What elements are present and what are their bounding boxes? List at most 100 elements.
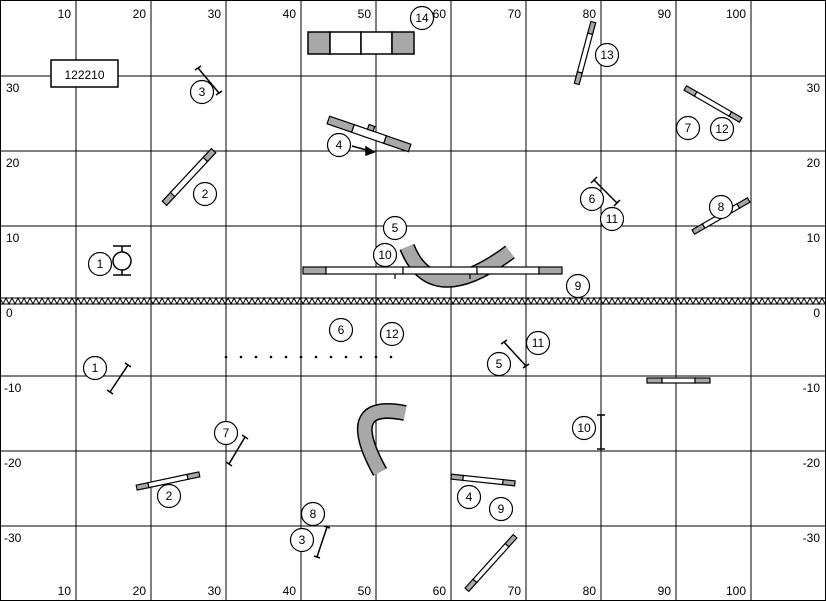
number-marker: 2	[192, 181, 218, 207]
upper-number-markers: 1 2 3 4 5 6 7 8 9 10 11 12 13 14	[87, 5, 735, 299]
svg-text:3: 3	[199, 85, 206, 99]
bar-jump-obstacle	[597, 414, 605, 450]
right-y-label: -20	[803, 456, 821, 470]
bottom-x-label: 50	[358, 584, 372, 598]
top-x-label: 60	[433, 7, 447, 21]
svg-text:5: 5	[496, 357, 503, 371]
top-x-label: 10	[58, 7, 72, 21]
jump-obstacle	[573, 20, 597, 86]
right-y-label: 20	[807, 156, 821, 170]
svg-text:5: 5	[392, 221, 399, 235]
bottom-x-label: 40	[283, 584, 297, 598]
bottom-x-label: 100	[726, 584, 746, 598]
number-marker: 4	[326, 132, 352, 158]
number-marker: 13	[594, 42, 620, 68]
left-y-label: 10	[6, 231, 20, 245]
top-x-label: 20	[133, 7, 147, 21]
number-marker: 14	[409, 5, 435, 31]
jump-obstacle	[683, 85, 743, 123]
course-divider	[0, 296, 826, 306]
bottom-x-label: 80	[583, 584, 597, 598]
jump-obstacle	[161, 147, 217, 207]
svg-text:6: 6	[338, 323, 345, 337]
number-marker: 11	[599, 206, 625, 232]
number-marker: 7	[213, 420, 239, 446]
svg-text:1: 1	[92, 361, 99, 375]
number-marker: 3	[189, 79, 215, 105]
number-marker: 11	[525, 330, 551, 356]
course-id-box: 122210	[50, 59, 119, 88]
svg-text:11: 11	[532, 336, 545, 350]
top-x-axis-labels: 10 20 30 40 50 60 70 80 90 100	[58, 7, 747, 21]
dog-walk-obstacle	[302, 266, 563, 279]
number-marker: 5	[486, 351, 512, 377]
right-y-label: 0	[813, 306, 820, 320]
number-marker: 4	[456, 484, 482, 510]
teeter-arrow	[351, 145, 376, 157]
top-x-label: 40	[283, 7, 297, 21]
right-y-axis-labels: 30 20 10 0 -10 -20 -30	[803, 81, 821, 545]
right-y-label: 10	[807, 231, 821, 245]
svg-text:4: 4	[466, 490, 473, 504]
bar-jump-obstacle	[590, 176, 621, 207]
left-y-label: 20	[6, 156, 20, 170]
svg-text:8: 8	[310, 507, 317, 521]
bottom-x-label: 60	[433, 584, 447, 598]
number-marker: 5	[382, 215, 408, 241]
bar-jump-obstacle	[500, 339, 530, 369]
left-y-label: -30	[4, 531, 22, 545]
top-x-label: 50	[358, 7, 372, 21]
bottom-x-label: 20	[133, 584, 147, 598]
number-marker: 9	[488, 496, 514, 522]
svg-text:12: 12	[715, 122, 729, 136]
number-marker: 12	[379, 321, 405, 347]
number-marker: 3	[289, 527, 315, 553]
jump-obstacle	[646, 377, 711, 384]
number-marker: 10	[372, 242, 398, 268]
svg-text:7: 7	[685, 121, 692, 135]
number-marker: 1	[82, 355, 108, 381]
number-marker: 8	[708, 194, 734, 220]
number-marker: 12	[709, 116, 735, 142]
svg-text:6: 6	[589, 192, 596, 206]
number-marker: 7	[675, 115, 701, 141]
number-marker: 6	[579, 186, 605, 212]
course-id-label: 122210	[64, 68, 104, 82]
svg-text:9: 9	[498, 502, 505, 516]
number-marker: 1	[87, 251, 113, 277]
number-marker: 8	[300, 501, 326, 527]
number-marker: 2	[156, 483, 182, 509]
top-x-label: 100	[726, 7, 746, 21]
svg-text:2: 2	[166, 489, 173, 503]
svg-text:4: 4	[336, 138, 343, 152]
svg-text:1: 1	[97, 257, 104, 271]
number-marker: 10	[571, 415, 597, 441]
jump-obstacle	[450, 473, 516, 487]
jump-obstacle	[135, 471, 201, 491]
top-x-label: 30	[208, 7, 222, 21]
number-marker: 9	[565, 273, 591, 299]
bottom-x-label: 90	[658, 584, 672, 598]
curved-tunnel	[356, 403, 407, 476]
top-x-label: 80	[583, 7, 597, 21]
bar-jump-obstacle	[225, 434, 249, 467]
svg-text:9: 9	[575, 279, 582, 293]
svg-text:3: 3	[299, 533, 306, 547]
bottom-x-label: 30	[208, 584, 222, 598]
svg-text:13: 13	[600, 48, 614, 62]
left-y-label: -20	[4, 456, 22, 470]
svg-text:10: 10	[577, 421, 591, 435]
bar-jump-obstacle	[313, 525, 331, 559]
right-y-label: -10	[803, 381, 821, 395]
bar-jump-obstacle	[106, 362, 132, 395]
svg-text:14: 14	[415, 11, 429, 25]
lower-number-markers: 1 2 3 4 5 6 7 8 9 10 11 12	[82, 317, 597, 553]
weave-poles	[224, 355, 393, 359]
svg-text:2: 2	[202, 187, 209, 201]
jump-obstacle	[464, 533, 518, 593]
table-obstacle	[307, 31, 415, 55]
bar-jump-obstacle	[194, 65, 223, 96]
tire-obstacle	[112, 245, 132, 276]
right-y-label: -30	[803, 531, 821, 545]
bottom-x-label: 70	[508, 584, 522, 598]
